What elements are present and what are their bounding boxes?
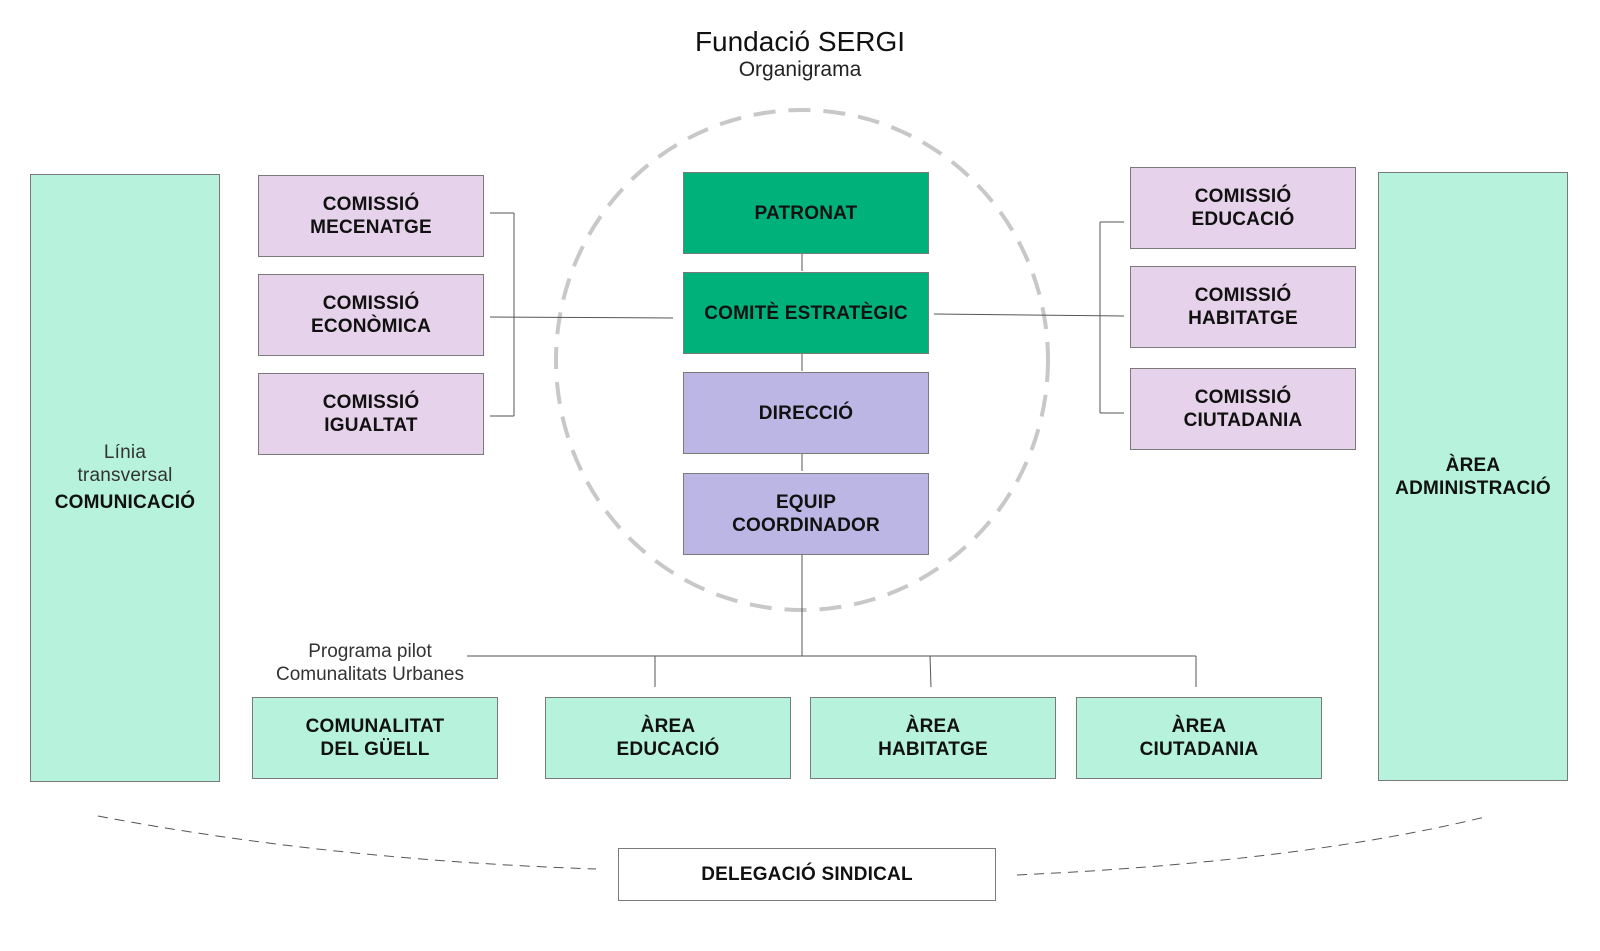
equip-coordinador: EQUIP COORDINADOR <box>683 473 929 555</box>
comunicacio-label: COMUNICACIÓ <box>54 491 196 513</box>
comissio-igualtat: COMISSIÓ IGUALTAT <box>258 373 484 455</box>
delegacio-sindical: DELEGACIÓ SINDICAL <box>618 848 996 901</box>
linia-label: Línia <box>103 441 147 463</box>
comissio-educacio: COMISSIÓ EDUCACIÓ <box>1130 167 1356 249</box>
comissio-ciutadania: COMISSIÓ CIUTADANIA <box>1130 368 1356 450</box>
area-ciutadania: ÀREA CIUTADANIA <box>1076 697 1322 779</box>
area-educacio: ÀREA EDUCACIÓ <box>545 697 791 779</box>
direccio: DIRECCIÓ <box>683 372 929 454</box>
area-habitatge: ÀREA HABITATGE <box>810 697 1056 779</box>
area-administracio: ÀREA ADMINISTRACIÓ <box>1378 172 1568 781</box>
transversal-label: transversal <box>77 464 173 486</box>
patronat: PATRONAT <box>683 172 929 254</box>
linia-transversal-comunicacio: Línia transversal COMUNICACIÓ <box>30 174 220 782</box>
chart-title: Fundació SERGI <box>694 26 906 57</box>
programa-pilot-note: Programa pilot Comunalitats Urbanes <box>276 641 464 685</box>
comissio-habitatge: COMISSIÓ HABITATGE <box>1130 266 1356 348</box>
comite-estrategic: COMITÈ ESTRATÈGIC <box>683 272 929 354</box>
chart-subtitle: Organigrama <box>738 58 862 81</box>
comissio-mecenatge: COMISSIÓ MECENATGE <box>258 175 484 257</box>
comunalitat-del-guell: COMUNALITAT DEL GÜELL <box>252 697 498 779</box>
comissio-economica: COMISSIÓ ECONÒMICA <box>258 274 484 356</box>
